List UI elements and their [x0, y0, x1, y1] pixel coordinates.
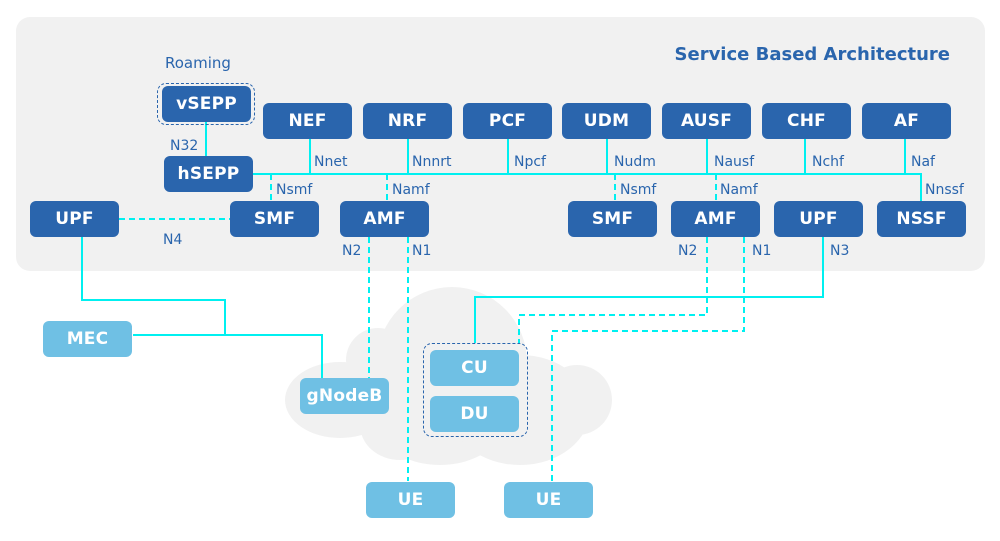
- upf-right-node[interactable]: UPF: [774, 201, 863, 237]
- vsepp-node[interactable]: vSEPP: [162, 86, 251, 122]
- cu-node[interactable]: CU: [430, 350, 519, 386]
- ausf-node[interactable]: AUSF: [662, 103, 751, 139]
- n1-left-label: N1: [412, 243, 432, 259]
- n1-right-label: N1: [752, 243, 772, 259]
- pcf-node[interactable]: PCF: [463, 103, 552, 139]
- amf-left-node[interactable]: AMF: [340, 201, 429, 237]
- nudm-label: Nudm: [614, 154, 656, 170]
- roaming-label: Roaming: [165, 54, 231, 72]
- n2-right-label: N2: [678, 243, 698, 259]
- upf-mec-gnodeb-link: [81, 237, 323, 378]
- ue-right-node[interactable]: UE: [504, 482, 593, 518]
- smf-left-node[interactable]: SMF: [230, 201, 319, 237]
- cu-du-group: [423, 343, 528, 437]
- nnssf-label: Nnssf: [925, 182, 964, 198]
- namf-left-label: Namf: [392, 182, 430, 198]
- nsmf-right-label: Nsmf: [620, 182, 657, 198]
- amf-right-node[interactable]: AMF: [671, 201, 760, 237]
- nssf-node[interactable]: NSSF: [877, 201, 966, 237]
- nnef-label: Nnet: [314, 154, 348, 170]
- roaming-group: [157, 83, 255, 125]
- upf-left-node[interactable]: UPF: [30, 201, 119, 237]
- chf-node[interactable]: CHF: [762, 103, 851, 139]
- n2-left-label: N2: [342, 243, 362, 259]
- npcf-label: Npcf: [514, 154, 546, 170]
- nef-node[interactable]: NEF: [263, 103, 352, 139]
- diagram-title: Service Based Architecture: [674, 44, 950, 65]
- n3-link: [474, 237, 824, 343]
- namf-right-label: Namf: [720, 182, 758, 198]
- nausf-label: Nausf: [714, 154, 755, 170]
- n2-right-link: [518, 237, 708, 343]
- du-node[interactable]: DU: [430, 396, 519, 432]
- n32-label: N32: [170, 138, 199, 154]
- n4-label: N4: [163, 232, 183, 248]
- af-node[interactable]: AF: [862, 103, 951, 139]
- hsepp-node[interactable]: hSEPP: [164, 156, 253, 192]
- udm-node[interactable]: UDM: [562, 103, 651, 139]
- ue-left-node[interactable]: UE: [366, 482, 455, 518]
- smf-right-node[interactable]: SMF: [568, 201, 657, 237]
- nchf-label: Nchf: [812, 154, 844, 170]
- naf-label: Naf: [911, 154, 935, 170]
- n1-right-link: [551, 237, 745, 481]
- gnodeb-node[interactable]: gNodeB: [300, 378, 389, 414]
- nnrf-label: Nnnrt: [412, 154, 452, 170]
- n3-label: N3: [830, 243, 850, 259]
- mec-node[interactable]: MEC: [43, 321, 132, 357]
- sba-bus: [253, 173, 922, 201]
- nrf-node[interactable]: NRF: [363, 103, 452, 139]
- nsmf-left-label: Nsmf: [276, 182, 313, 198]
